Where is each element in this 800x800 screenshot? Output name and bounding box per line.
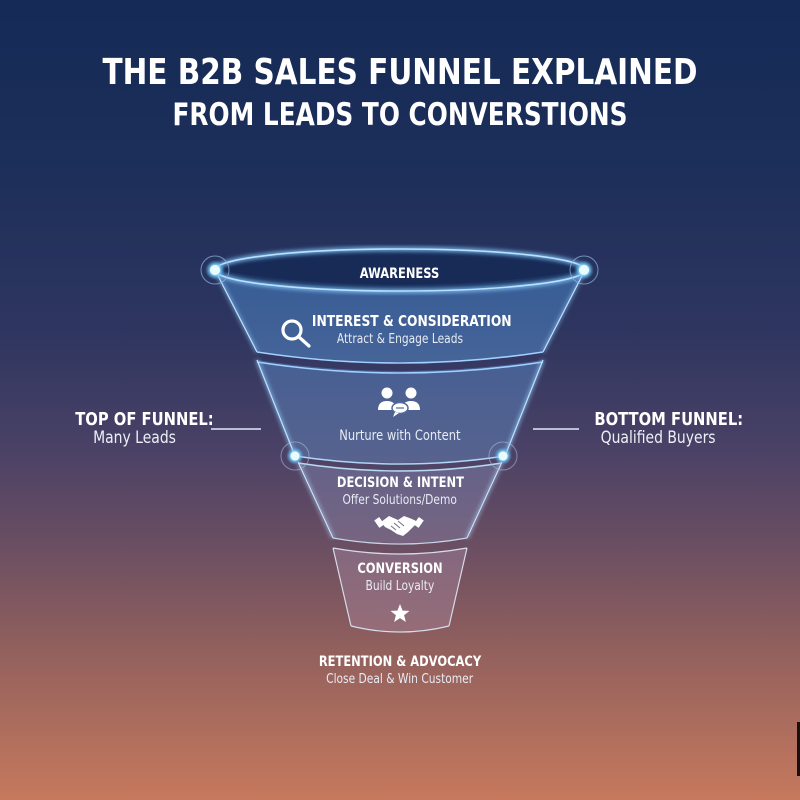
stage-retention-title: RETENTION & ADVOCACY bbox=[318, 654, 482, 670]
stage-conversion: CONVERSION Build Loyalty bbox=[300, 560, 500, 595]
stage-interest-subtitle: Attract & Engage Leads bbox=[336, 332, 464, 347]
page-title: THE B2B SALES FUNNEL EXPLAINED bbox=[102, 52, 698, 93]
stage-decision: DECISION & INTENT Offer Solutions/Demo bbox=[300, 474, 500, 509]
people-chat-icon bbox=[378, 387, 420, 417]
stage-nurture-subtitle: Nurture with Content bbox=[339, 428, 461, 444]
funnel-section-interest bbox=[214, 269, 586, 364]
glow-dot-top-left bbox=[200, 255, 230, 285]
right-connector-line bbox=[533, 428, 579, 430]
left-connector-line bbox=[211, 428, 261, 430]
search-icon bbox=[281, 319, 311, 348]
side-label-right-title: BOTTOM FUNNEL: bbox=[594, 409, 744, 430]
header: THE B2B SALES FUNNEL EXPLAINED FROM LEAD… bbox=[0, 52, 800, 134]
side-label-top-of-funnel: TOP OF FUNNEL: Many Leads bbox=[60, 409, 214, 448]
stage-decision-title: DECISION & INTENT bbox=[336, 475, 464, 491]
side-label-left-subtitle: Many Leads bbox=[93, 428, 177, 448]
side-label-right-subtitle: Qualified Buyers bbox=[600, 428, 716, 448]
funnel-section-decision bbox=[297, 461, 503, 545]
handshake-icon bbox=[374, 516, 424, 536]
glow-dot-mid-right bbox=[488, 441, 518, 471]
side-label-left-title: TOP OF FUNNEL: bbox=[75, 409, 214, 430]
stage-retention: RETENTION & ADVOCACY Close Deal & Win Cu… bbox=[280, 653, 520, 688]
star-icon bbox=[390, 604, 410, 622]
stage-awareness-title: AWARENESS bbox=[360, 266, 440, 282]
stage-retention-subtitle: Close Deal & Win Customer bbox=[326, 672, 474, 687]
stage-conversion-subtitle: Build Loyalty bbox=[365, 579, 435, 594]
glow-dot-mid-left bbox=[280, 441, 310, 471]
stage-nurture: Nurture with Content bbox=[300, 427, 500, 445]
stage-interest: INTEREST & CONSIDERATION Attract & Engag… bbox=[290, 312, 512, 348]
stage-decision-subtitle: Offer Solutions/Demo bbox=[342, 493, 458, 508]
stage-interest-title: INTEREST & CONSIDERATION bbox=[311, 312, 512, 330]
side-label-bottom-funnel: BOTTOM FUNNEL: Qualified Buyers bbox=[578, 409, 743, 448]
glow-dot-top-right bbox=[569, 255, 599, 285]
funnel-section-conversion bbox=[332, 547, 468, 633]
page-subtitle: FROM LEADS TO CONVERSTIONS bbox=[172, 97, 628, 133]
stage-conversion-title: CONVERSION bbox=[357, 561, 443, 577]
stage-awareness: AWARENESS bbox=[300, 265, 500, 283]
edge-artifact-bar bbox=[797, 722, 800, 776]
